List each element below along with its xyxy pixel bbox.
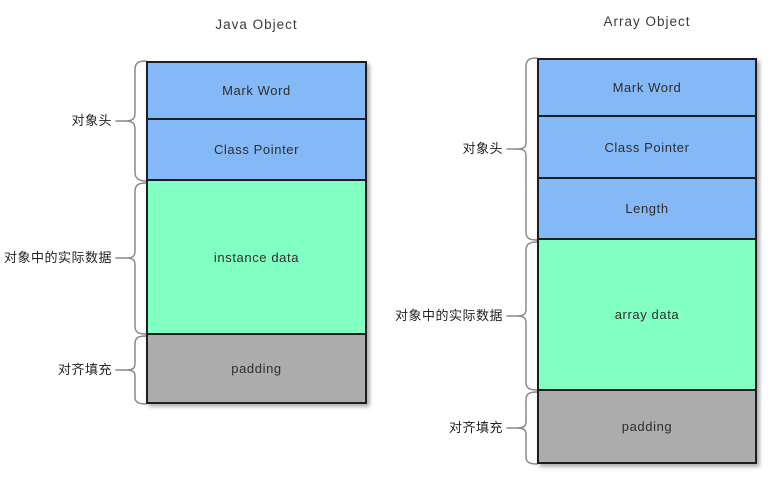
array-align-padding-group-label: 对齐填充 bbox=[448, 420, 503, 435]
java-instance-data-label: instance data bbox=[213, 249, 300, 265]
array-object-header-group-label: 对象头 bbox=[462, 141, 503, 156]
java-instance-data-segment: instance data bbox=[148, 181, 365, 335]
array-padding-segment: padding bbox=[539, 391, 755, 462]
array-mark-word-label: Mark Word bbox=[612, 80, 682, 95]
array-data-label: array data bbox=[614, 307, 680, 322]
array-actual-data-group-label: 对象中的实际数据 bbox=[394, 308, 503, 323]
java-object-memory-box: Mark Word Class Pointer instance data pa… bbox=[146, 61, 367, 404]
array-padding-label: padding bbox=[621, 419, 673, 434]
java-class-pointer-segment: Class Pointer bbox=[148, 120, 365, 181]
array-padding-brace-icon bbox=[506, 391, 538, 465]
array-object-memory-box: Mark Word Class Pointer Length array dat… bbox=[537, 58, 757, 464]
array-length-segment: Length bbox=[539, 179, 755, 240]
java-class-pointer-label: Class Pointer bbox=[213, 142, 300, 157]
java-align-padding-group-label: 对齐填充 bbox=[57, 362, 112, 377]
array-header-brace-icon bbox=[506, 57, 538, 241]
array-class-pointer-segment: Class Pointer bbox=[539, 117, 755, 179]
java-padding-segment: padding bbox=[148, 335, 365, 402]
java-object-title: Java Object bbox=[215, 17, 298, 32]
java-mark-word-label: Mark Word bbox=[222, 83, 291, 98]
java-padding-label: padding bbox=[231, 361, 282, 376]
array-class-pointer-label: Class Pointer bbox=[604, 139, 690, 155]
array-object-title: Array Object bbox=[603, 14, 691, 29]
array-mark-word-segment: Mark Word bbox=[539, 60, 755, 117]
java-object-header-group-label: 对象头 bbox=[71, 113, 112, 128]
java-actual-data-group-label: 对象中的实际数据 bbox=[3, 250, 112, 265]
java-mark-word-segment: Mark Word bbox=[148, 63, 365, 120]
array-data-segment: array data bbox=[539, 240, 755, 391]
array-data-brace-icon bbox=[506, 241, 538, 391]
java-padding-brace-icon bbox=[115, 335, 147, 405]
array-length-label: Length bbox=[625, 201, 669, 216]
java-header-brace-icon bbox=[115, 60, 147, 182]
